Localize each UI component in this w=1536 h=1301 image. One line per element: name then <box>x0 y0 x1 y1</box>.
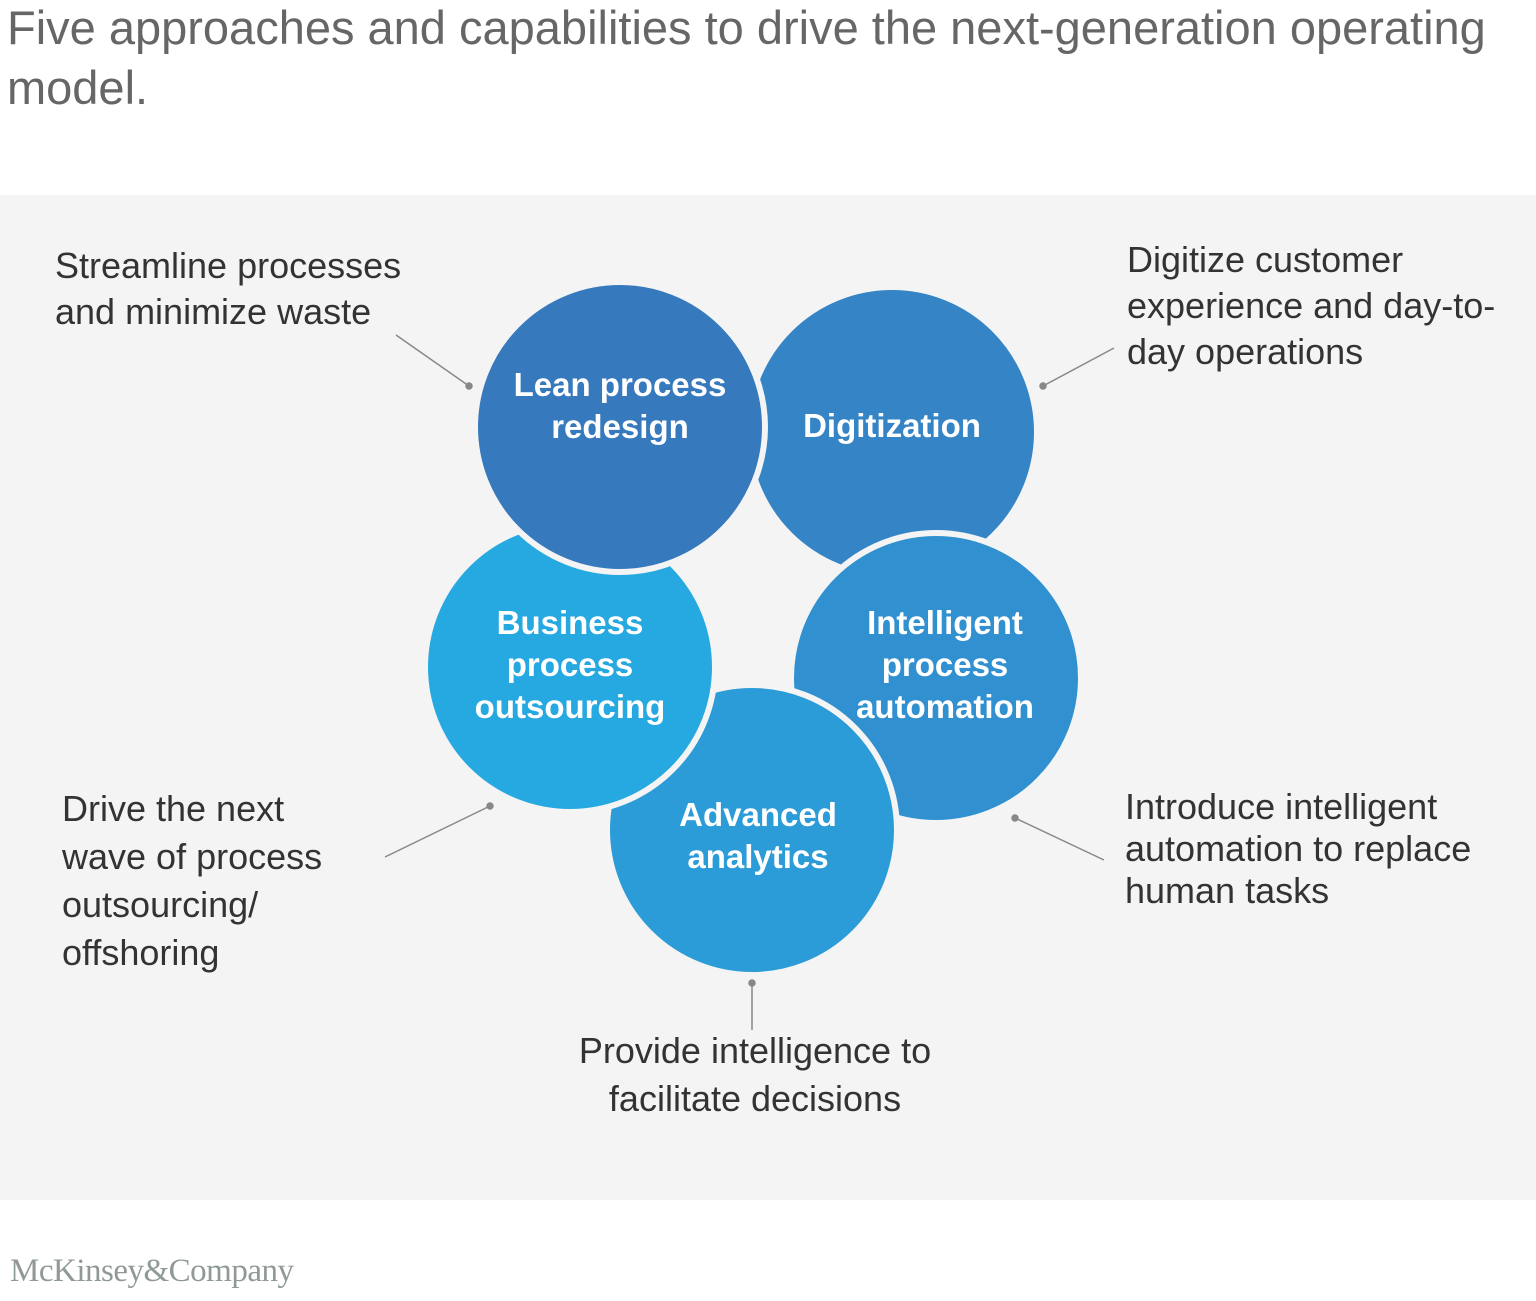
connector-dot-analytics <box>748 979 756 987</box>
label-analytics: Advanced analytics <box>679 796 837 875</box>
description-ipa: Introduce intelligent automation to repl… <box>1125 786 1472 911</box>
connector-dot-digitization <box>1039 382 1047 390</box>
label-ipa: Intelligent process automation <box>856 604 1034 725</box>
connector-digitization <box>1042 347 1115 387</box>
connector-bpo <box>384 805 491 858</box>
description-digitization: Digitize customer experience and day-to-… <box>1127 239 1496 372</box>
label-lean: Lean process redesign <box>513 366 727 445</box>
connector-ipa <box>1014 817 1105 861</box>
description-bpo: Drive the next wave of process outsourci… <box>62 788 323 973</box>
connector-dot-lean <box>465 382 473 390</box>
label-bpo: Business process outsourcing <box>474 604 666 725</box>
description-lean: Streamline processes and minimize waste <box>55 245 402 332</box>
label-digitization: Digitization <box>803 407 981 444</box>
mckinsey-logo: McKinsey&Company <box>10 1253 294 1289</box>
circle-lean <box>472 279 768 575</box>
connector-lean <box>395 334 470 387</box>
connector-dot-bpo <box>486 802 494 810</box>
connector-dot-ipa <box>1011 814 1019 822</box>
page-title: Five approaches and capabilities to driv… <box>7 1 1486 114</box>
description-analytics: Provide intelligence to facilitate decis… <box>578 1030 932 1119</box>
